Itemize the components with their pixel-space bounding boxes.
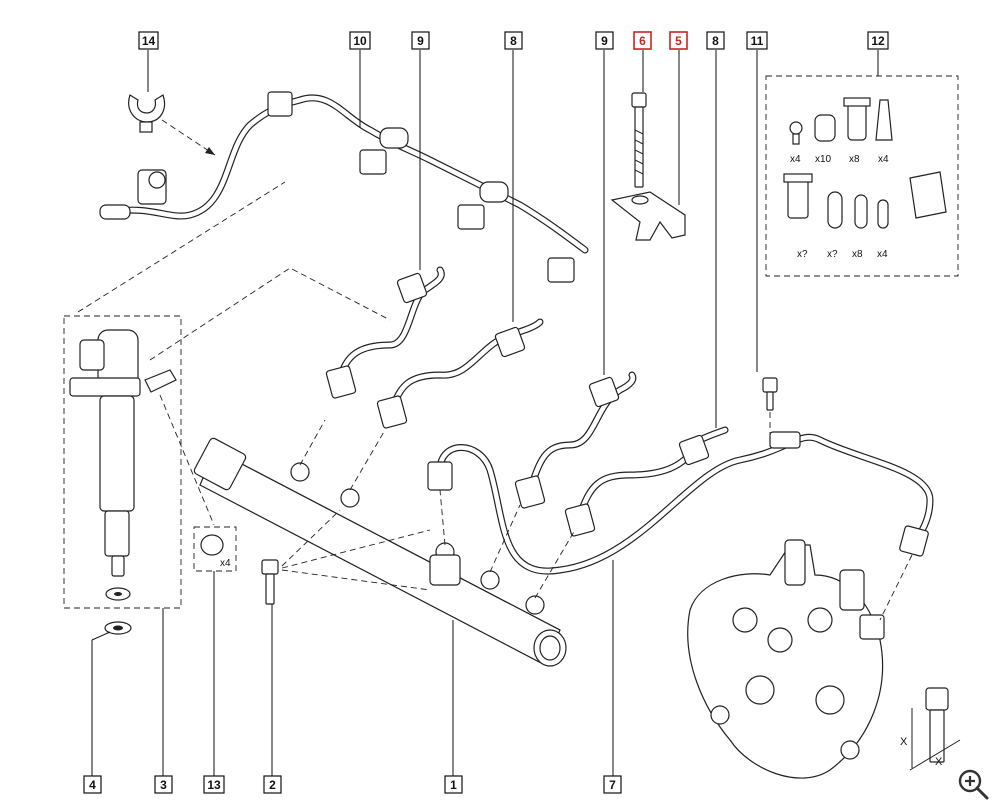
washer-part-4 <box>104 587 132 635</box>
callout-12: 12 <box>867 31 889 50</box>
clamp-part-5 <box>610 191 686 241</box>
injector-part-3 <box>69 329 177 577</box>
svg-text:14: 14 <box>142 34 156 48</box>
callout-14: 14 <box>138 31 159 50</box>
dimension-label-x2: X <box>935 756 943 768</box>
kit-qty-4: x4 <box>878 154 889 165</box>
dimension-label-x1: X <box>900 736 908 748</box>
o-ring-seal-part-13: x4 <box>193 526 237 572</box>
callout-2: 2 <box>263 775 282 794</box>
callout-5: 5 <box>669 31 688 50</box>
callout-8-left: 8 <box>504 31 523 50</box>
svg-text:9: 9 <box>601 34 608 48</box>
kit-qty-1: x4 <box>790 154 801 165</box>
kit-qty-8: x4 <box>877 249 888 260</box>
callout-13: 13 <box>203 775 225 794</box>
bolt-dimension-detail: X X <box>900 687 961 771</box>
leader-lines <box>91 50 879 780</box>
zoom-in-icon <box>958 769 989 800</box>
kit-qty-3: x8 <box>849 154 860 165</box>
svg-text:9: 9 <box>417 34 424 48</box>
callout-10: 10 <box>349 31 371 50</box>
clip-part-14 <box>128 94 166 133</box>
svg-text:3: 3 <box>160 778 167 792</box>
fuel-rail-part-1 <box>193 437 567 667</box>
svg-text:6: 6 <box>639 34 646 48</box>
svg-text:12: 12 <box>871 34 885 48</box>
callout-1: 1 <box>444 775 463 794</box>
kit-qty-2: x10 <box>815 154 832 165</box>
svg-text:7: 7 <box>609 778 616 792</box>
leak-off-hose-assembly <box>99 91 589 283</box>
callout-6: 6 <box>633 31 652 50</box>
callout-11: 11 <box>746 31 768 50</box>
bolt-part-11 <box>762 377 778 411</box>
zoom-in-button[interactable] <box>956 767 990 801</box>
svg-text:10: 10 <box>353 34 367 48</box>
callout-3: 3 <box>154 775 173 794</box>
callout-7: 7 <box>603 775 622 794</box>
high-pressure-pump <box>687 539 885 779</box>
bolt-part-2 <box>261 559 279 605</box>
svg-text:5: 5 <box>675 34 682 48</box>
svg-text:8: 8 <box>712 34 719 48</box>
callout-4: 4 <box>83 775 102 794</box>
callout-9-right: 9 <box>595 31 614 50</box>
seal-quantity: x4 <box>220 558 231 569</box>
callout-8-right: 8 <box>706 31 725 50</box>
fixings-kit-part-12: x4 x10 x8 x4 x? x? x8 x4 <box>765 75 959 277</box>
kit-qty-5: x? <box>797 249 808 260</box>
svg-text:2: 2 <box>269 778 276 792</box>
svg-text:11: 11 <box>751 34 764 48</box>
injector-pipes <box>325 266 934 575</box>
svg-text:4: 4 <box>89 778 96 792</box>
svg-text:1: 1 <box>450 778 457 792</box>
svg-text:8: 8 <box>510 34 517 48</box>
kit-qty-6: x? <box>827 249 838 260</box>
callout-9-left: 9 <box>411 31 430 50</box>
svg-text:13: 13 <box>207 778 221 792</box>
bolt-part-6 <box>631 92 647 188</box>
kit-qty-7: x8 <box>852 249 863 260</box>
